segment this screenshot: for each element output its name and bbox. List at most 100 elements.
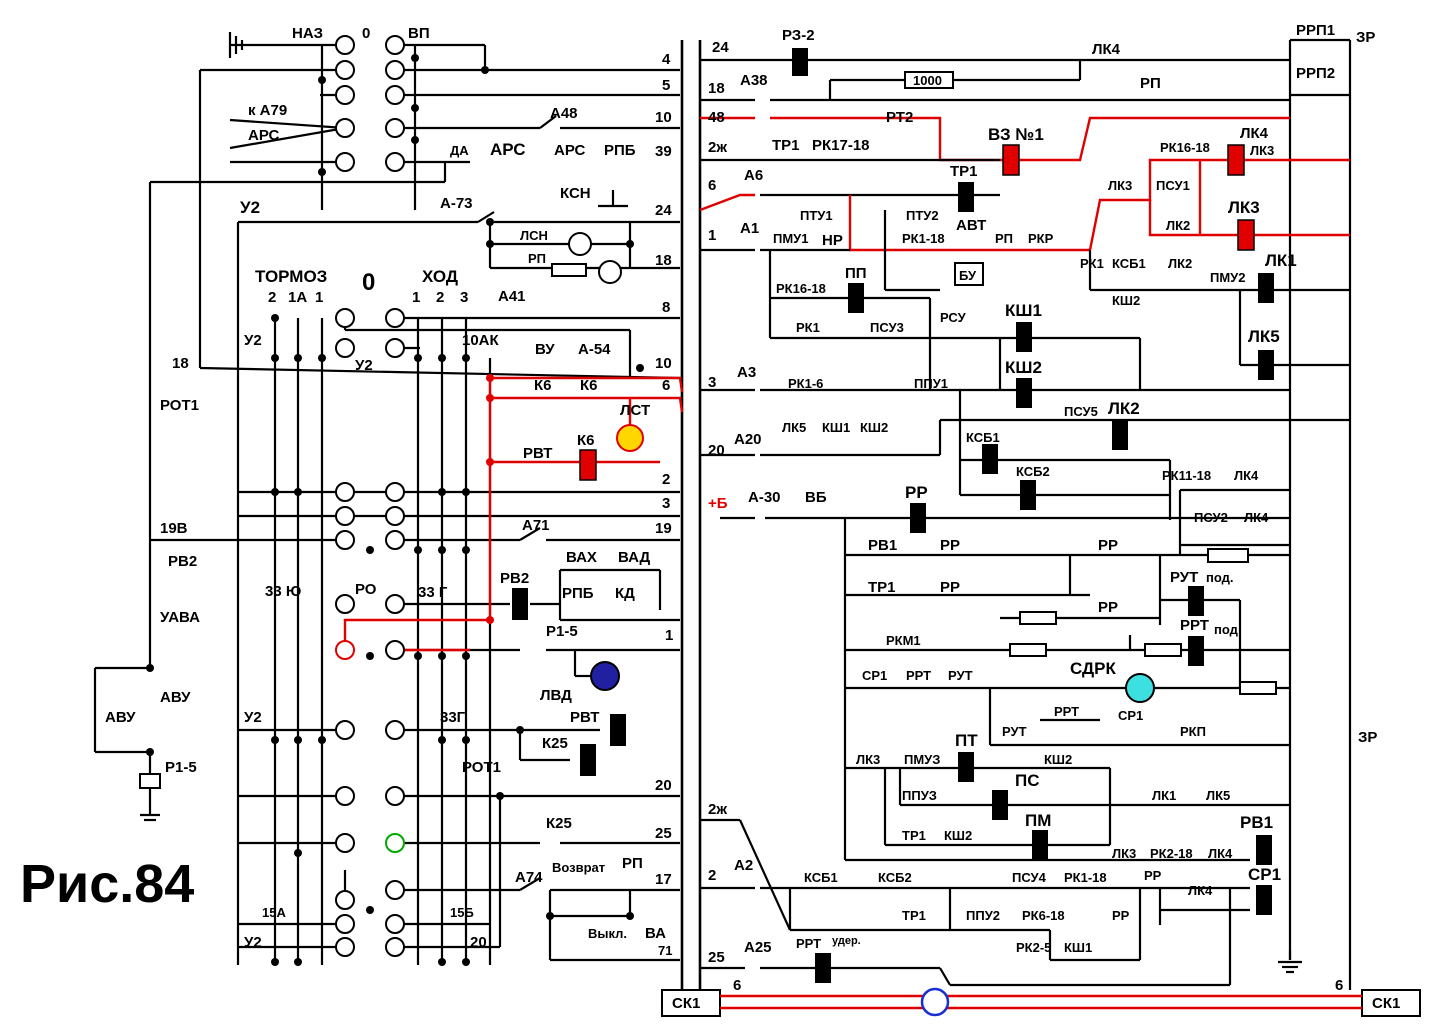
label-u2-top: У2 (240, 198, 260, 217)
ksb1-coil (982, 444, 998, 474)
label-brake-1: 1 (315, 289, 323, 306)
r-rk16-18-b: РК16-18 (776, 281, 826, 296)
r-rv1-coil: РВ1 (1240, 813, 1273, 832)
rp-lamp-icon (598, 260, 622, 284)
rut-coil (1188, 586, 1204, 616)
wire-17: 17 (655, 871, 672, 888)
r-lk4-b: ЛК4 (1234, 468, 1259, 483)
r-ksb2-b: КСБ2 (878, 870, 912, 885)
r-rut-b: РУТ (1002, 724, 1027, 739)
label-rv2: РВ2 (500, 570, 529, 587)
r-vb: ВБ (805, 489, 827, 506)
r-psu3: ПСУ3 (870, 320, 904, 335)
label-u2-lower: У2 (244, 709, 262, 726)
label-avu-1: АВУ (105, 709, 136, 726)
r-lk4-top: ЛК4 (1092, 41, 1121, 58)
r-lk4-coil: ЛК4 (1240, 125, 1269, 142)
r-1000: 1000 (913, 73, 942, 88)
r-ksb1-b: КСБ1 (804, 870, 838, 885)
r-rk1-18-b: РК1-18 (1064, 870, 1107, 885)
label-avu-2: АВУ (160, 689, 191, 706)
label-naz: НАЗ (292, 25, 323, 42)
r-ksh1-coil: КШ1 (1005, 301, 1042, 320)
r-a38: А38 (740, 72, 768, 89)
k6-coil (579, 449, 597, 481)
label-rp-2: РП (622, 855, 643, 872)
r-tr1-c: ТР1 (902, 828, 926, 843)
wire-10: 10 (655, 355, 672, 372)
r-ksh2-coil: КШ2 (1005, 358, 1042, 377)
r-pmuz: ПМУЗ (904, 752, 940, 767)
r-20: 20 (708, 442, 725, 459)
label-k25-1: К25 (542, 735, 568, 752)
r-ptu2: ПТУ2 (906, 208, 939, 223)
r-rrt-c: РРТ (796, 936, 821, 951)
terminal-circles (335, 35, 405, 957)
label-u2-bottom: У2 (244, 934, 262, 951)
label-ro: РО (355, 581, 377, 598)
label-15b: 15Б (450, 905, 474, 920)
label-rot1: РОТ1 (462, 759, 501, 776)
label-a74: А74 (515, 869, 543, 886)
wire-5: 5 (662, 77, 670, 94)
r-rr-b: РР (1098, 537, 1118, 554)
r-psu4: ПСУ4 (1012, 870, 1047, 885)
r-pmu1: ПМУ1 (773, 231, 809, 246)
r-sr1-coil: СР1 (1248, 865, 1281, 884)
label-brake-1a: 1А (288, 289, 307, 306)
resistor-1000 (904, 71, 954, 89)
r-a25: А25 (744, 939, 772, 956)
r-plus-b: +Б (708, 495, 728, 512)
r-rrt-coil: РРТ (1180, 617, 1209, 634)
label-18-left: 18 (172, 355, 189, 372)
r-a6: А6 (744, 167, 763, 184)
r-rrt-hold: удер. (832, 935, 861, 947)
label-rp-1: РП (528, 251, 546, 266)
r-tr1-a: ТР1 (772, 137, 800, 154)
r-ppuz: ППУЗ (902, 788, 937, 803)
label-rvt-1: РВТ (523, 445, 552, 462)
r-lk1-a: ЛК1 (1152, 788, 1176, 803)
r-a30: А-30 (748, 489, 781, 506)
r-18: 18 (708, 80, 725, 97)
tr1-coil (958, 182, 974, 212)
rvt-coil (610, 714, 626, 746)
r-lk4-c: ЛК4 (1244, 510, 1269, 525)
ksh2-coil (1016, 378, 1032, 408)
r-rk1-6: РК1-6 (788, 376, 823, 391)
r-bu: БУ (959, 268, 977, 283)
r-a1: А1 (740, 220, 759, 237)
label-20-bottom: 20 (470, 934, 487, 951)
r-vz1: ВЗ №1 (988, 125, 1044, 144)
junction-dots (146, 54, 644, 966)
label-r1-5-left: Р1-5 (165, 759, 197, 776)
r-tr1-coil: ТР1 (950, 163, 978, 180)
r-rk1-18: РК1-18 (902, 231, 945, 246)
r-rr-f: РР (1112, 908, 1130, 923)
rv1-coil (1256, 835, 1272, 865)
r-rrt-a: РРТ (906, 668, 931, 683)
r-rkr: РКР (1028, 231, 1054, 246)
lst-lamp-icon (616, 424, 644, 452)
wire-1: 1 (665, 627, 673, 644)
ps-coil (992, 790, 1008, 820)
r-ksh1-b: КШ1 (1064, 940, 1092, 955)
label-lsn: ЛСН (520, 228, 548, 243)
sdrk-motor-icon (1125, 673, 1155, 703)
r-lk3-b: ЛК3 (1108, 178, 1132, 193)
resistor-sdrk (1239, 681, 1277, 695)
bu-box (954, 262, 984, 286)
r-tr1-b: ТР1 (868, 579, 896, 596)
resistor-rv1 (1207, 548, 1249, 563)
label-u2-mid: У2 (244, 332, 262, 349)
r-rkm1: РКМ1 (886, 633, 921, 648)
r-ksh2-a: КШ2 (1112, 293, 1140, 308)
r-rk2-5: РК2-5 (1016, 940, 1051, 955)
label-run-3: 3 (460, 289, 468, 306)
sr1-coil (1256, 885, 1272, 915)
r-lk3-d: ЛК3 (1112, 846, 1136, 861)
label-kd: КД (615, 585, 635, 602)
wire-24: 24 (655, 202, 672, 219)
r-rk1-a: РК1 (1080, 256, 1104, 271)
r-rk16-18-a: РК16-18 (1160, 140, 1210, 155)
